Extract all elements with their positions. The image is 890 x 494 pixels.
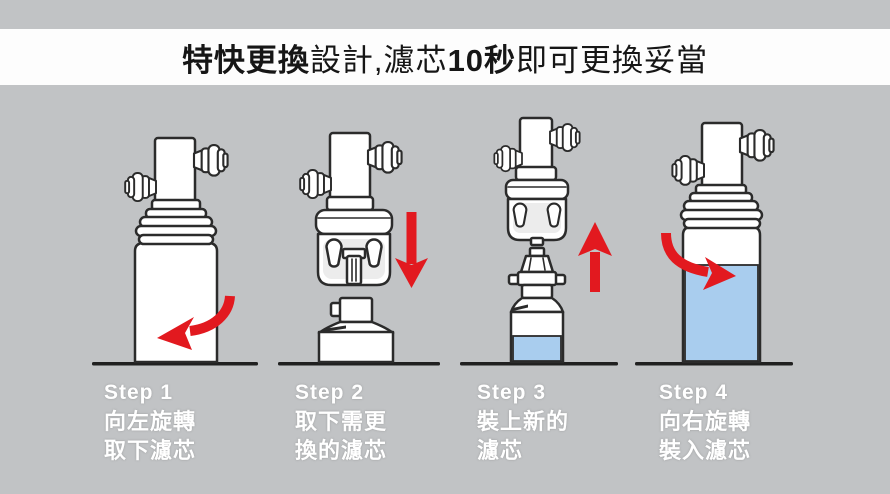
head-pipe: [700, 121, 744, 189]
ground-line: [460, 362, 618, 366]
down-arrow-icon: [395, 212, 428, 288]
keyhole-slot-left: [512, 202, 528, 228]
step-2-text-line2: 換的濾芯: [295, 438, 388, 463]
water-fill: [512, 335, 562, 362]
step-4-illustration: [635, 121, 793, 366]
keyhole-slot-left: [325, 238, 343, 268]
left-fitting-icon: [299, 169, 332, 200]
keyhole-slot-right: [546, 202, 562, 228]
step-4-text-line2: 裝入濾芯: [659, 438, 752, 463]
center-nub: [529, 236, 545, 247]
page-title: 特快更換設計,濾芯10秒即可更換妥當: [182, 35, 708, 80]
step-2-illustration: [278, 131, 440, 366]
step-4-label: Step 4: [659, 381, 729, 404]
step-1-text-line2: 取下濾芯: [104, 438, 197, 463]
collar-rings: [679, 183, 764, 230]
title-segment-2: 設計,濾芯: [309, 42, 448, 78]
step-2-text-line1: 取下需更: [295, 409, 388, 434]
rotate-right-arrow-icon: [661, 232, 736, 290]
rotate-left-arrow-icon: [157, 295, 235, 350]
title-bar: 特快更換設計,濾芯10秒即可更換妥當: [0, 29, 890, 85]
step-3-text-line1: 裝上新的: [477, 409, 570, 434]
right-fitting-icon: [192, 143, 229, 177]
cartridge-neck: [520, 283, 554, 300]
step-3-text-line2: 濾芯: [477, 438, 524, 463]
removed-cartridge: [317, 296, 395, 364]
title-segment-4: 即可更換妥當: [516, 42, 709, 78]
step-3-panel: Step 3 裝上新的 濾芯: [456, 100, 620, 465]
step-4-text-line1: 向右旋轉: [659, 409, 752, 434]
filter-unit: [671, 121, 775, 364]
head-pipe: [328, 131, 372, 201]
filter-head: [299, 131, 403, 287]
right-fitting-icon: [738, 128, 775, 162]
cartridge-neck: [338, 296, 374, 324]
collar-rings: [134, 198, 218, 246]
keyhole-slot-right: [365, 238, 383, 268]
head-pipe: [153, 136, 197, 206]
head-pipe: [518, 116, 554, 172]
step-4-panel: Step 4 向右旋轉 裝入濾芯: [632, 100, 796, 465]
step-1-label: Step 1: [104, 381, 174, 404]
cartridge-body: [317, 330, 395, 364]
step-2-panel: Step 2 取下需更 換的濾芯: [276, 100, 442, 465]
step-1-illustration: [92, 136, 258, 366]
right-fitting-icon: [549, 123, 581, 152]
up-arrow-icon: [578, 222, 612, 292]
step-2-label: Step 2: [295, 381, 365, 404]
step-3-label: Step 3: [477, 381, 547, 404]
step-3-caption: Step 3 裝上新的 濾芯: [456, 378, 620, 465]
title-segment-bold-3: 10秒: [447, 42, 517, 78]
filter-head: [493, 116, 581, 247]
title-segment-bold-1: 特快更換: [181, 42, 310, 78]
right-fitting-icon: [366, 140, 403, 174]
step-4-caption: Step 4 向右旋轉 裝入濾芯: [632, 378, 796, 465]
step-1-caption: Step 1 向左旋轉 取下濾芯: [90, 378, 258, 465]
step-3-illustration: [460, 116, 618, 366]
step-2-caption: Step 2 取下需更 換的濾芯: [276, 378, 442, 465]
left-fitting-icon: [124, 172, 157, 203]
left-fitting-icon: [671, 154, 706, 186]
center-stem: [341, 247, 367, 286]
new-cartridge: [507, 246, 567, 364]
step-1-text-line1: 向左旋轉: [104, 409, 197, 434]
step-1-panel: Step 1 向左旋轉 取下濾芯: [90, 100, 258, 465]
